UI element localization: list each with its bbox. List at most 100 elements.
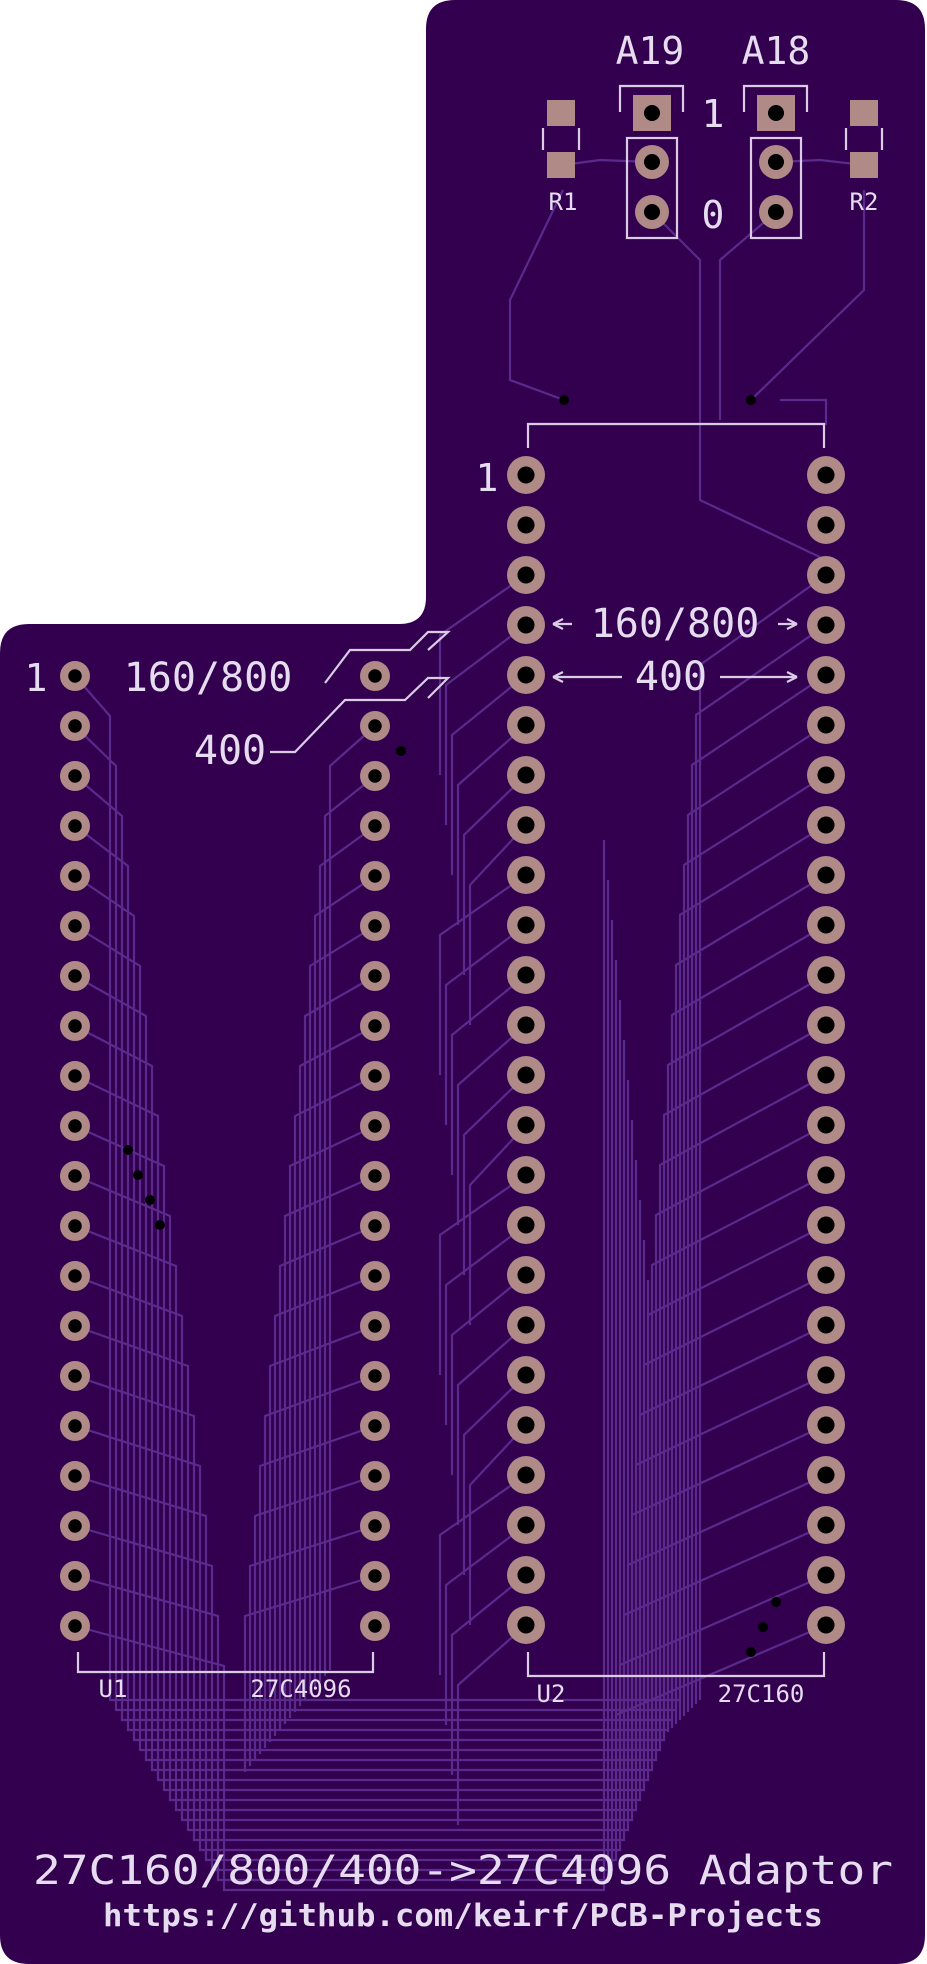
u1-pin-pad [60, 911, 90, 941]
via [559, 395, 569, 405]
u2-pin-pad [807, 1406, 845, 1444]
copper-trace [323, 775, 376, 1676]
u2-pin-pad [807, 556, 845, 594]
copper-trace [438, 874, 527, 1075]
copper-trace [462, 1374, 527, 1575]
u2-pin-pad [807, 1606, 845, 1644]
copper-trace [718, 211, 777, 420]
copper-trace [678, 824, 827, 1720]
jumper-a19-label: A19 [616, 29, 685, 73]
u1-pin-pad [360, 1561, 390, 1591]
board-url: https://github.com/keirf/PCB-Projects [103, 1898, 823, 1934]
via [758, 1622, 768, 1632]
u1-pin-pad [360, 1511, 390, 1541]
u2-pin-pad [807, 1156, 845, 1194]
mode-label-400-left: 400 [194, 728, 266, 774]
u2-pin-pad [507, 806, 545, 844]
u2-pin1-label: 1 [476, 456, 499, 500]
u1-pin-pad [360, 1111, 390, 1141]
u2-outline-bottom [526, 1652, 826, 1678]
copper-trace [562, 158, 653, 167]
copper-trace [690, 674, 827, 1708]
u1-pin-pad [360, 1011, 390, 1041]
copper-trace [438, 574, 527, 775]
copper-trace [508, 189, 565, 402]
u1-pin-pad [360, 961, 390, 991]
jumper-a18[interactable] [742, 84, 809, 240]
copper-trace [444, 924, 527, 1125]
u1-outline [76, 1652, 375, 1674]
u1-pin-pad [360, 1261, 390, 1291]
u1-pin1-label: 1 [25, 656, 48, 700]
copper-trace [74, 960, 618, 1862]
copper-trace [248, 1524, 376, 1766]
u1-pin-pad [360, 761, 390, 791]
u1-pin-pad [360, 811, 390, 841]
copper-trace [654, 1124, 827, 1744]
copper-trace [634, 1374, 827, 1764]
u2-pin-pad [807, 456, 845, 494]
copper-trace [268, 1324, 376, 1742]
copper-trace [630, 1424, 827, 1768]
resistor-r1 [541, 100, 581, 178]
u2-pin-pad [507, 1306, 545, 1344]
u1-pin-pad [360, 661, 390, 691]
copper-trace [614, 1623, 827, 1784]
via [155, 1220, 165, 1230]
u2-pin-pad [507, 1606, 545, 1644]
u1-pin-pad [360, 1161, 390, 1191]
u2-pin-pad [807, 956, 845, 994]
u2-pin-pad [807, 806, 845, 844]
u2-pin-pad [507, 1106, 545, 1144]
copper-trace [780, 398, 828, 425]
copper-trace [456, 724, 527, 925]
u2-pin-pad [507, 856, 545, 894]
mode-label-160-800-left: 160/800 [124, 655, 293, 701]
copper-trace [622, 1523, 827, 1776]
u2-pin-pad [507, 956, 545, 994]
u1-pin-pad [360, 1361, 390, 1391]
u2-pin-pad [807, 856, 845, 894]
copper-trace [444, 1224, 527, 1425]
copper-trace [450, 974, 527, 1175]
copper-trace [303, 975, 376, 1700]
u2-pin-pad [807, 506, 845, 544]
copper-trace [293, 1075, 376, 1712]
u2-pin-pad [507, 1356, 545, 1394]
u1-pin-pad [60, 1111, 90, 1141]
via [123, 1145, 133, 1155]
copper-trace [642, 1274, 827, 1756]
u2-pin-pad [507, 506, 545, 544]
copper-trace [273, 1274, 376, 1736]
u1-pin-pad [60, 1311, 90, 1341]
jumper-a18-label: A18 [742, 29, 811, 73]
copper-trace [450, 1574, 527, 1775]
u2-pin-pad [507, 1206, 545, 1244]
u2-pin-pad [807, 1506, 845, 1544]
u2-pin-pad [507, 556, 545, 594]
u1-ref-label: U1 [99, 1675, 128, 1703]
u1-pin-pad [360, 861, 390, 891]
copper-trace [618, 1573, 827, 1780]
u2-pin-pad [507, 606, 545, 644]
u1-pin-pad [60, 1611, 90, 1641]
copper-trace [462, 774, 527, 975]
leader-400-left [270, 676, 451, 754]
u2-pin-pad [507, 1506, 545, 1544]
copper-trace [682, 774, 827, 1716]
copper-trace [468, 1424, 527, 1625]
copper-trace [278, 1224, 376, 1730]
copper-trace [650, 1174, 827, 1748]
arrow-160-800-right [552, 618, 798, 630]
mode-label-160-800-right: 160/800 [591, 601, 760, 647]
u2-pin-pad [507, 706, 545, 744]
jumper-a19[interactable] [618, 84, 685, 240]
copper-trace [468, 824, 527, 1025]
u1-pin-pad [360, 911, 390, 941]
u2-pin-pad [807, 1456, 845, 1494]
copper-trace [74, 1000, 622, 1852]
u1-pads [60, 661, 390, 1641]
u2-pin-pad [807, 1206, 845, 1244]
via [746, 1647, 756, 1657]
